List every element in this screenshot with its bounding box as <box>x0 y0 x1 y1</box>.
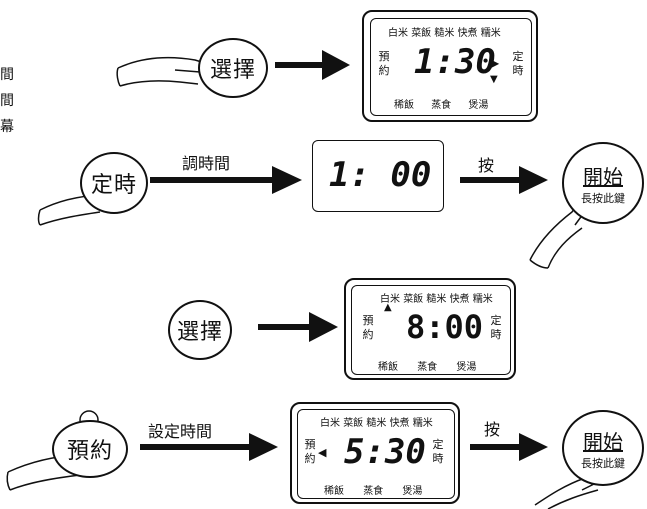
mode-bottom-row: 稀飯 蒸食 煲湯 <box>394 96 488 111</box>
select-button-label: 選擇 <box>176 320 223 345</box>
mode-label: 菜飯 <box>403 294 424 305</box>
mode-label: 快煮 <box>389 418 410 429</box>
edge-char-2: 間 <box>0 93 14 109</box>
lcd-display-1: 白米 菜飯 糙米 快煮 糯米 預約 1:30 ▶ ▼ 定時 稀飯 蒸食 煲湯 <box>362 10 538 122</box>
mode-label: 煲湯 <box>468 100 489 111</box>
long-press-label: 長按此鍵 <box>581 456 625 470</box>
adjust-time-label: 調時間 <box>182 154 231 173</box>
mode-label: 稀飯 <box>378 362 398 373</box>
lcd-time: 1: 00 <box>329 155 432 195</box>
mode-label: 快煮 <box>457 28 478 39</box>
lcd-time: 1:30 <box>414 42 496 82</box>
lcd-display-3: 白米 菜飯 糙米 快煮 糯米 ▲ 預約 8:00 定時 稀飯 蒸食 煲湯 <box>344 278 516 380</box>
press-label: 按 <box>478 156 495 175</box>
press-label: 按 <box>484 420 501 439</box>
triangle-up-icon: ▲ <box>384 302 392 313</box>
arrow-4 <box>258 312 338 342</box>
start-button[interactable]: 開始 長按此鍵 <box>562 142 644 224</box>
start-button-label: 開始 <box>583 429 623 454</box>
mode-bottom-row: 稀飯 蒸食 煲湯 <box>324 482 422 497</box>
select-button-label: 選擇 <box>209 58 256 83</box>
triangle-down-icon: ▼ <box>490 74 498 85</box>
reserve-label: 預約 <box>362 314 374 341</box>
triangle-right-icon: ▶ <box>490 56 500 70</box>
mode-label: 煲湯 <box>456 362 477 373</box>
mode-label: 蒸食 <box>417 362 438 373</box>
mode-label: 煲湯 <box>402 486 423 497</box>
mode-label: 糙米 <box>434 28 455 39</box>
mode-label: 白米 <box>320 418 340 429</box>
mode-label: 糯米 <box>480 28 501 39</box>
mode-label: 蒸食 <box>431 100 452 111</box>
triangle-left-icon: ◀ <box>318 446 327 459</box>
arrow-1 <box>275 50 350 80</box>
arrow-6 <box>470 433 548 461</box>
mode-top-row: 白米 菜飯 糙米 快煮 糯米 <box>320 414 433 429</box>
timer-button-label: 定時 <box>90 173 137 198</box>
arrow-5 <box>140 433 278 461</box>
start-button-label: 開始 <box>583 164 623 189</box>
mode-label: 菜飯 <box>411 28 432 39</box>
start-button[interactable]: 開始 長按此鍵 <box>562 410 644 486</box>
arrow-3 <box>460 166 548 194</box>
reserve-label: 預約 <box>378 50 390 77</box>
reserve-button[interactable]: 預約 <box>52 420 128 478</box>
mode-label: 蒸食 <box>363 486 384 497</box>
lcd-display-4: 白米 菜飯 糙米 快煮 糯米 預約 ◀ 5:30 定時 稀飯 蒸食 煲湯 <box>290 402 460 504</box>
mode-label: 稀飯 <box>394 100 414 111</box>
mode-label: 糙米 <box>426 294 447 305</box>
mode-top-row: 白米 菜飯 糙米 快煮 糯米 <box>388 24 501 39</box>
lcd-time: 8:00 <box>406 308 484 346</box>
mode-label: 白米 <box>388 28 408 39</box>
edge-char-3: 幕 <box>0 119 14 135</box>
mode-bottom-row: 稀飯 蒸食 煲湯 <box>378 358 476 373</box>
long-press-label: 長按此鍵 <box>581 191 625 205</box>
mode-top-row: 白米 菜飯 糙米 快煮 糯米 <box>380 290 493 305</box>
edge-char-1: 間 <box>0 67 14 83</box>
mode-label: 糯米 <box>412 418 433 429</box>
select-button[interactable]: 選擇 <box>198 38 268 98</box>
timer-label: 定時 <box>490 314 502 341</box>
reserve-label: 預約 <box>304 438 316 465</box>
lcd-inner-frame <box>351 285 511 375</box>
arrow-2 <box>150 166 302 194</box>
set-time-label: 設定時間 <box>148 422 213 441</box>
lcd-time: 5:30 <box>344 432 426 472</box>
timer-button[interactable]: 定時 <box>80 152 148 214</box>
mode-label: 白米 <box>380 294 400 305</box>
lcd-display-2: 1: 00 <box>312 140 444 212</box>
timer-label: 定時 <box>512 50 524 77</box>
reserve-button-label: 預約 <box>66 439 113 464</box>
lcd-inner-frame <box>370 18 532 116</box>
lcd-inner-frame <box>297 409 455 499</box>
left-edge-text: 間 間 幕 <box>0 62 16 140</box>
mode-label: 快煮 <box>449 294 470 305</box>
mode-label: 菜飯 <box>343 418 364 429</box>
mode-label: 稀飯 <box>324 486 344 497</box>
mode-label: 糯米 <box>472 294 493 305</box>
timer-label: 定時 <box>432 438 444 465</box>
mode-label: 糙米 <box>366 418 387 429</box>
select-button[interactable]: 選擇 <box>168 300 232 360</box>
